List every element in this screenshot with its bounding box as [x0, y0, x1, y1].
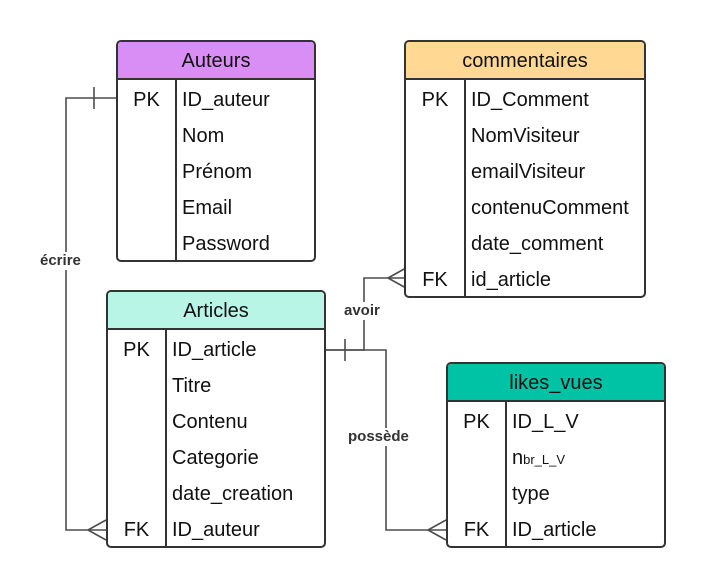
field-name-main: n: [512, 447, 524, 469]
table-row: type: [448, 476, 664, 512]
key-badge: PK: [463, 411, 490, 433]
table-row: Password: [118, 226, 314, 260]
relationship-label-possede: possède: [346, 428, 411, 446]
table-row: PK ID_auteur: [118, 82, 314, 118]
table-row: Categorie: [108, 440, 324, 476]
field-name: contenuComment: [471, 197, 629, 219]
table-row: FK ID_article: [448, 512, 664, 546]
key-badge: PK: [133, 89, 160, 111]
key-divider: [175, 80, 177, 260]
field-name: ID_auteur: [182, 89, 270, 111]
key-badge: PK: [123, 339, 150, 361]
entity-commentaires-header: commentaires: [406, 42, 644, 80]
ecrire-crow-foot: [87, 519, 107, 541]
entity-likes-vues-header: likes_vues: [448, 364, 664, 402]
field-name: ID_article: [512, 519, 597, 541]
field-name: Email: [182, 197, 233, 219]
entity-auteurs-body: PK ID_auteur Nom Prénom Email Password: [118, 80, 314, 260]
field-name: NomVisiteur: [471, 125, 580, 147]
possede-crow-foot: [427, 519, 447, 541]
field-name: type: [512, 483, 550, 505]
table-row: Nom: [118, 118, 314, 154]
key-divider: [505, 402, 507, 546]
entity-auteurs[interactable]: Auteurs PK ID_auteur Nom Prénom Email Pa…: [116, 40, 316, 262]
entity-likes-vues-body: PK ID_L_V nbr_L_V type FK ID_article: [448, 402, 664, 546]
field-name: id_article: [471, 269, 552, 291]
field-name: Password: [182, 233, 270, 255]
table-row: nbr_L_V: [448, 440, 664, 476]
table-row: emailVisiteur: [406, 154, 644, 190]
table-row: Email: [118, 190, 314, 226]
key-badge: FK: [422, 269, 448, 291]
table-row: Titre: [108, 368, 324, 404]
field-name: date_comment: [471, 233, 604, 255]
table-row: PK ID_L_V: [448, 404, 664, 440]
entity-articles-header: Articles: [108, 292, 324, 330]
entity-likes-vues[interactable]: likes_vues PK ID_L_V nbr_L_V type FK ID_…: [446, 362, 666, 548]
field-name: nbr_L_V: [512, 440, 565, 478]
field-name: ID_article: [172, 339, 257, 361]
entity-commentaires-body: PK ID_Comment NomVisiteur emailVisiteur …: [406, 80, 644, 296]
table-row: PK ID_article: [108, 332, 324, 368]
table-row: date_comment: [406, 226, 644, 262]
avoir-crow-foot: [387, 267, 407, 289]
key-divider: [165, 330, 167, 546]
field-name-sub: br_L_V: [523, 452, 566, 467]
field-name: ID_auteur: [172, 519, 260, 541]
entity-articles[interactable]: Articles PK ID_article Titre Contenu Cat…: [106, 290, 326, 548]
field-name: emailVisiteur: [471, 161, 586, 183]
key-badge: FK: [123, 519, 150, 541]
entity-articles-body: PK ID_article Titre Contenu Categorie da…: [108, 330, 324, 546]
field-name: date_creation: [172, 483, 294, 505]
entity-auteurs-header: Auteurs: [118, 42, 314, 80]
table-row: FK ID_auteur: [108, 512, 324, 546]
table-row: Contenu: [108, 404, 324, 440]
ecrire-connector: [65, 97, 116, 531]
table-row: Prénom: [118, 154, 314, 190]
field-name: Categorie: [172, 447, 259, 469]
field-name: ID_L_V: [512, 411, 579, 433]
table-row: FK id_article: [406, 262, 644, 296]
key-badge: PK: [421, 89, 449, 111]
table-row: contenuComment: [406, 190, 644, 226]
entity-commentaires[interactable]: commentaires PK ID_Comment NomVisiteur e…: [404, 40, 646, 298]
relationship-label-ecrire: écrire: [38, 252, 83, 270]
field-name: ID_Comment: [471, 89, 589, 111]
table-row: PK ID_Comment: [406, 82, 644, 118]
table-row: date_creation: [108, 476, 324, 512]
field-name: Prénom: [182, 161, 253, 183]
key-badge: FK: [463, 519, 490, 541]
relationship-label-avoir: avoir: [342, 302, 382, 320]
table-row: NomVisiteur: [406, 118, 644, 154]
field-name: Titre: [172, 375, 212, 397]
field-name: Contenu: [172, 411, 248, 433]
field-name: Nom: [182, 125, 225, 147]
key-divider: [464, 80, 466, 296]
